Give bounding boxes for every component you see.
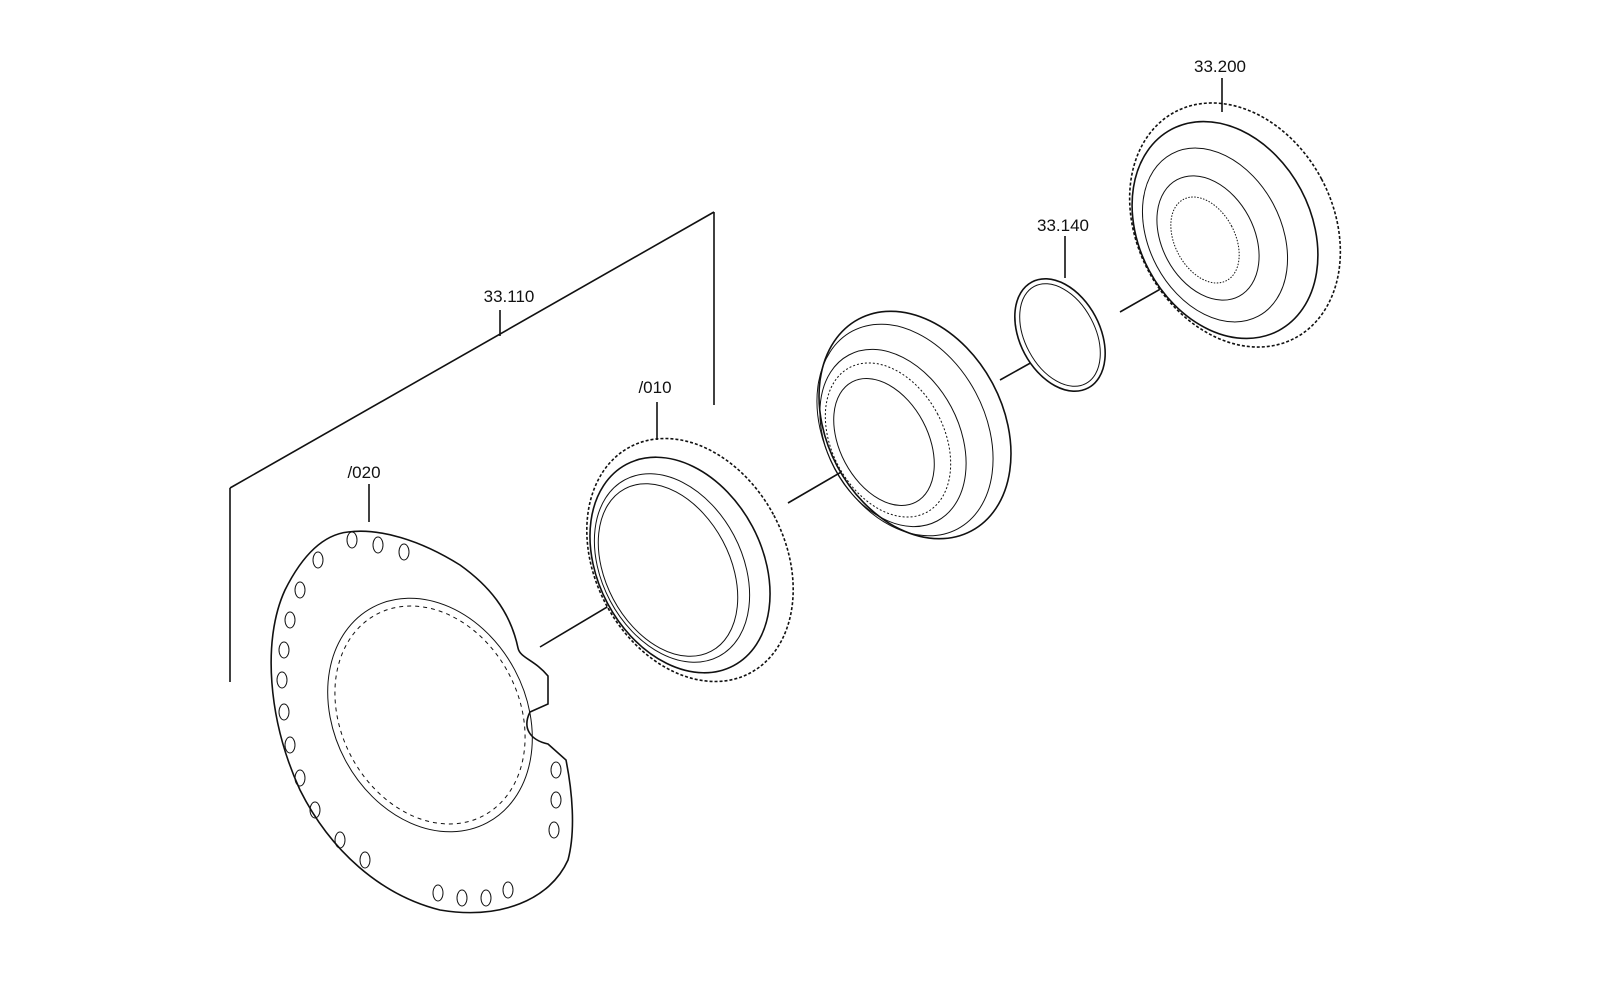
- toothed-ring-010: [586, 437, 794, 683]
- disc-inner-teeth: [327, 597, 533, 833]
- snap-ring-33140: [1014, 277, 1106, 393]
- label-020: /020: [347, 463, 380, 482]
- label-33110: 33.110: [484, 287, 535, 306]
- leader-lines: [368, 78, 1223, 522]
- friction-disc-020: [270, 530, 574, 914]
- label-33140: 33.140: [1037, 216, 1089, 235]
- label-010: /010: [638, 378, 671, 397]
- gear-carrier-33200: [1128, 102, 1342, 348]
- disc-holes: [276, 531, 562, 907]
- piston-carrier: [816, 310, 1012, 540]
- label-33200: 33.200: [1194, 57, 1246, 76]
- assembly-bracket-33110: [229, 211, 715, 682]
